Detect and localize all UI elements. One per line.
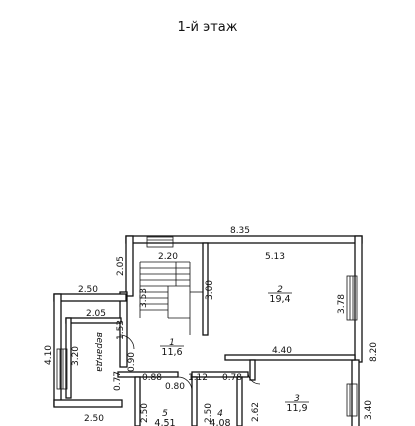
dim-room3-width: 4.40	[272, 346, 292, 356]
dim-left-height: 4.10	[44, 345, 54, 365]
partitions	[117, 242, 356, 426]
room-2-area: 19,4	[269, 294, 290, 305]
room-3-area: 11,9	[286, 403, 307, 414]
room-1-area: 11,6	[161, 347, 182, 358]
dim-veranda-bottom: 2.50	[84, 414, 104, 424]
dim-veranda-inner-top: 2.05	[86, 309, 106, 319]
dim-room5-height: 2.50	[140, 403, 150, 423]
dim-room2-height: 3.78	[337, 294, 347, 314]
room-2-number: 2	[277, 285, 283, 295]
room-4-area: 4,08	[209, 418, 230, 426]
door-arcs	[119, 334, 261, 392]
windows	[56, 236, 358, 417]
dim-hall-0-80: 0.80	[165, 382, 185, 392]
room-3-number: 3	[294, 394, 300, 404]
dim-veranda-inner-side: 3.20	[71, 346, 81, 366]
veranda-label: веранда	[94, 332, 104, 372]
dim-hall-0-88: 0.88	[142, 373, 162, 383]
dim-stair-side: 2.05	[116, 256, 126, 276]
room-labels: 1 11,6 2 19,4 3 11,9 4 4,08 5 4,51 веран…	[94, 285, 309, 426]
dim-room4-side: 2.62	[251, 402, 261, 422]
dim-room2-width: 5.13	[265, 252, 285, 262]
room-1-number: 1	[169, 338, 175, 348]
dimension-labels: 8.35 2.20 5.13 2.50 2.05 4.40 0.88 1.12 …	[44, 226, 379, 424]
dim-stair-width: 2.20	[158, 252, 178, 262]
dim-room3-height: 3.40	[364, 400, 374, 420]
dim-hall-0-77: 0.77	[113, 371, 123, 391]
dim-hall-1-12: 1.12	[188, 373, 208, 383]
floor-title: 1-й этаж	[177, 20, 238, 35]
outer-walls	[53, 235, 363, 426]
dim-stair-run: 3.53	[139, 288, 149, 308]
dim-room1-side: 1.53	[116, 320, 126, 340]
dim-top-width: 8.35	[230, 226, 250, 236]
staircase	[139, 261, 203, 335]
dim-hall-0-78: 0.78	[222, 373, 242, 383]
dim-room4-height: 2.50	[204, 403, 214, 423]
room-5-area: 4,51	[154, 418, 175, 426]
dim-right-height: 8.20	[369, 342, 379, 362]
dim-veranda-top: 2.50	[78, 285, 98, 295]
room-4-number: 4	[217, 409, 223, 419]
dim-hall-0-90: 0.90	[127, 352, 137, 372]
dim-stair-height: 3.00	[205, 280, 215, 300]
room-5-number: 5	[162, 409, 168, 419]
